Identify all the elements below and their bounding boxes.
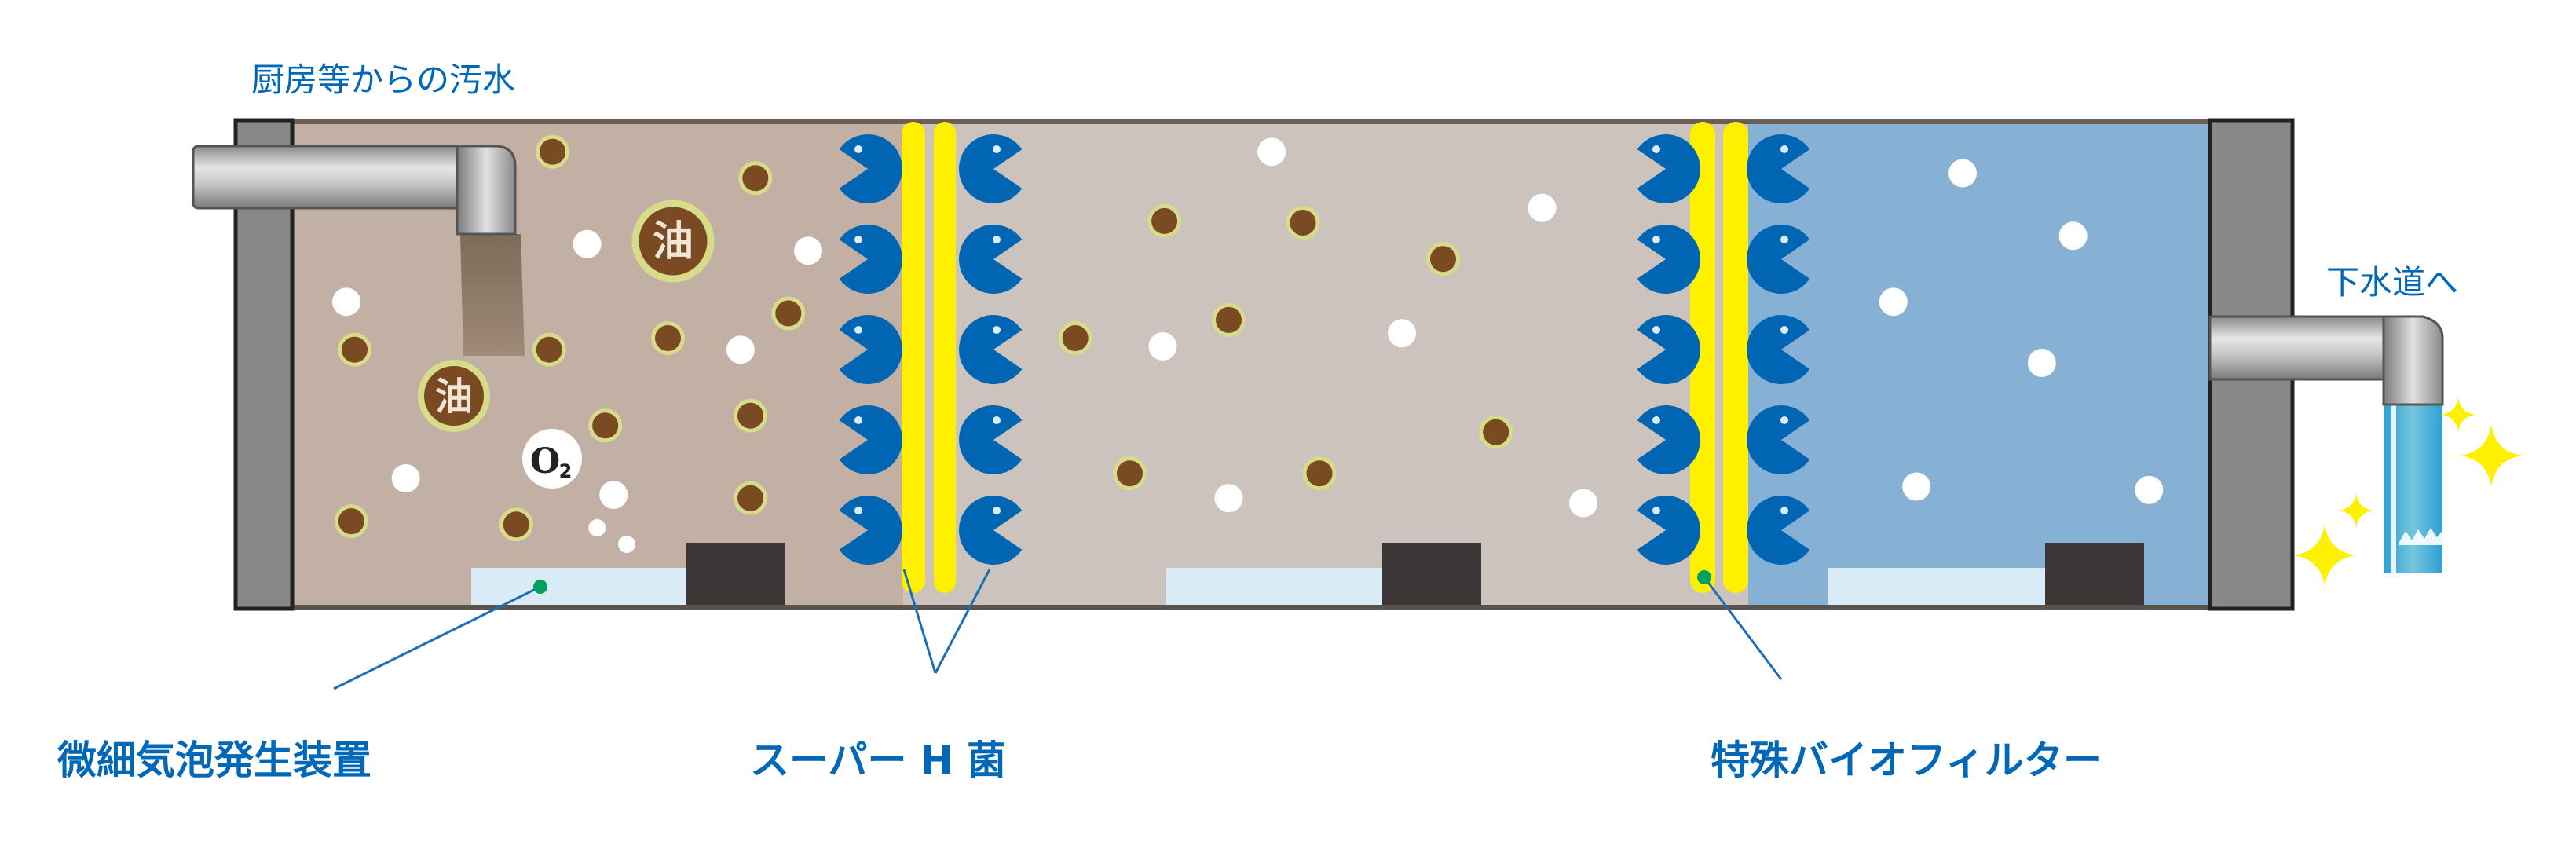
air-bubble (588, 519, 606, 536)
sparkle-icon (2460, 424, 2523, 487)
outlet-pipe (2208, 315, 2444, 573)
bacteria-icon (839, 496, 903, 565)
sludge-particle (1058, 321, 1092, 355)
marker-dot (533, 580, 547, 594)
air-bubble (391, 464, 420, 492)
sludge-particle (738, 161, 773, 196)
zone-treatment (903, 122, 1748, 607)
sludge-particle (1479, 415, 1513, 449)
air-bubble (726, 335, 755, 364)
bacteria-icon (1637, 134, 1701, 203)
sludge-particle (1113, 456, 1147, 491)
sludge-particle (536, 134, 569, 169)
air-bubble (1214, 484, 1243, 513)
sludge-particle (1286, 206, 1320, 240)
sparkle-icon (2441, 397, 2475, 432)
bacteria-icon (1637, 405, 1701, 474)
sludge-particle (1147, 203, 1182, 238)
filter-bar (1690, 122, 1715, 593)
zone-clean-water (1748, 122, 2212, 607)
inlet-label: 厨房等からの汚水 (251, 60, 515, 99)
sludge-particle (588, 408, 623, 443)
air-bubble (1528, 193, 1557, 222)
bacteria-icon (839, 315, 903, 384)
sparkle-icon (2339, 493, 2373, 528)
bacteria-icon (839, 225, 903, 295)
bacteria-icon (959, 495, 1023, 565)
sludge-particle (1302, 456, 1337, 491)
air-bubble (618, 536, 635, 553)
air-bubble (2027, 349, 2056, 377)
air-bubble (332, 287, 360, 317)
oxygen-bubble: O 2 (522, 429, 582, 489)
oil-particle: 油 (631, 200, 715, 283)
bacteria-icon (959, 134, 1023, 203)
air-bubble (2058, 221, 2088, 251)
bacteria-icon (1747, 495, 1810, 565)
bacteria-icon (1747, 225, 1810, 295)
sludge-particle (734, 481, 767, 515)
oil-particle: 油 (418, 360, 490, 432)
diffuser-plate (1828, 568, 2045, 605)
diffuser-plate (1166, 568, 1382, 605)
bacteria-icon (1637, 315, 1701, 384)
bio-filter-label: 特殊バイオフィルター (1711, 738, 2102, 783)
super-h-bacteria (839, 134, 1810, 565)
blower-box (2045, 543, 2144, 605)
dirty-water-stream (460, 234, 525, 356)
svg-text:油: 油 (435, 375, 473, 419)
air-bubble (794, 236, 822, 265)
diffuser-plate (471, 568, 686, 605)
filter-bar (902, 122, 925, 593)
sludge-particle (532, 332, 566, 367)
sludge-particle (1426, 242, 1460, 276)
air-bubble (599, 481, 628, 509)
sludge-particle (338, 332, 371, 367)
inlet-pipe (192, 145, 525, 356)
outlet-label: 下水道へ (2326, 263, 2458, 302)
super-h-label: スーパー H 菌 (750, 738, 1006, 783)
bacteria-icon (1747, 134, 1810, 203)
bacteria-icon (959, 225, 1023, 294)
blower-box (686, 543, 785, 605)
bacteria-icon (839, 134, 903, 203)
filter-bar (934, 122, 956, 593)
sparkles (2293, 397, 2523, 587)
svg-text:2: 2 (559, 460, 573, 482)
air-bubble (2135, 475, 2164, 504)
air-bubble (573, 229, 602, 258)
sludge-particle (771, 296, 806, 331)
air-bubble (1148, 332, 1177, 361)
bubble-device-label: 微細気泡発生装置 (57, 738, 371, 783)
bacteria-icon (1747, 314, 1810, 384)
air-bubble (1902, 472, 1931, 501)
bacteria-icon (1637, 225, 1701, 295)
bacteria-icon (1637, 496, 1701, 565)
air-bubble (1569, 489, 1597, 518)
air-bubble (1948, 159, 1977, 188)
bio-filters (902, 122, 1748, 593)
svg-text:油: 油 (653, 218, 693, 265)
sludge-particle (334, 504, 368, 539)
bubble-devices (471, 543, 2144, 605)
sludge-particle (1212, 302, 1246, 337)
marker-dot (1697, 570, 1711, 584)
sludge-particle (651, 321, 685, 355)
air-bubble (1879, 287, 1908, 317)
sparkle-icon (2293, 524, 2356, 587)
filter-bar (1723, 122, 1748, 593)
leader-lines (333, 569, 1783, 690)
sludge-particle (734, 398, 767, 433)
svg-text:O: O (530, 441, 560, 481)
sludge-particle (499, 507, 533, 542)
air-bubble (1388, 319, 1416, 348)
bacteria-icon (959, 314, 1023, 384)
particles (332, 134, 2164, 553)
bacteria-icon (959, 405, 1023, 474)
blower-box (1382, 543, 1481, 605)
air-bubble (1257, 137, 1286, 167)
bacteria-icon (1747, 405, 1810, 474)
bacteria-icon (839, 405, 903, 474)
